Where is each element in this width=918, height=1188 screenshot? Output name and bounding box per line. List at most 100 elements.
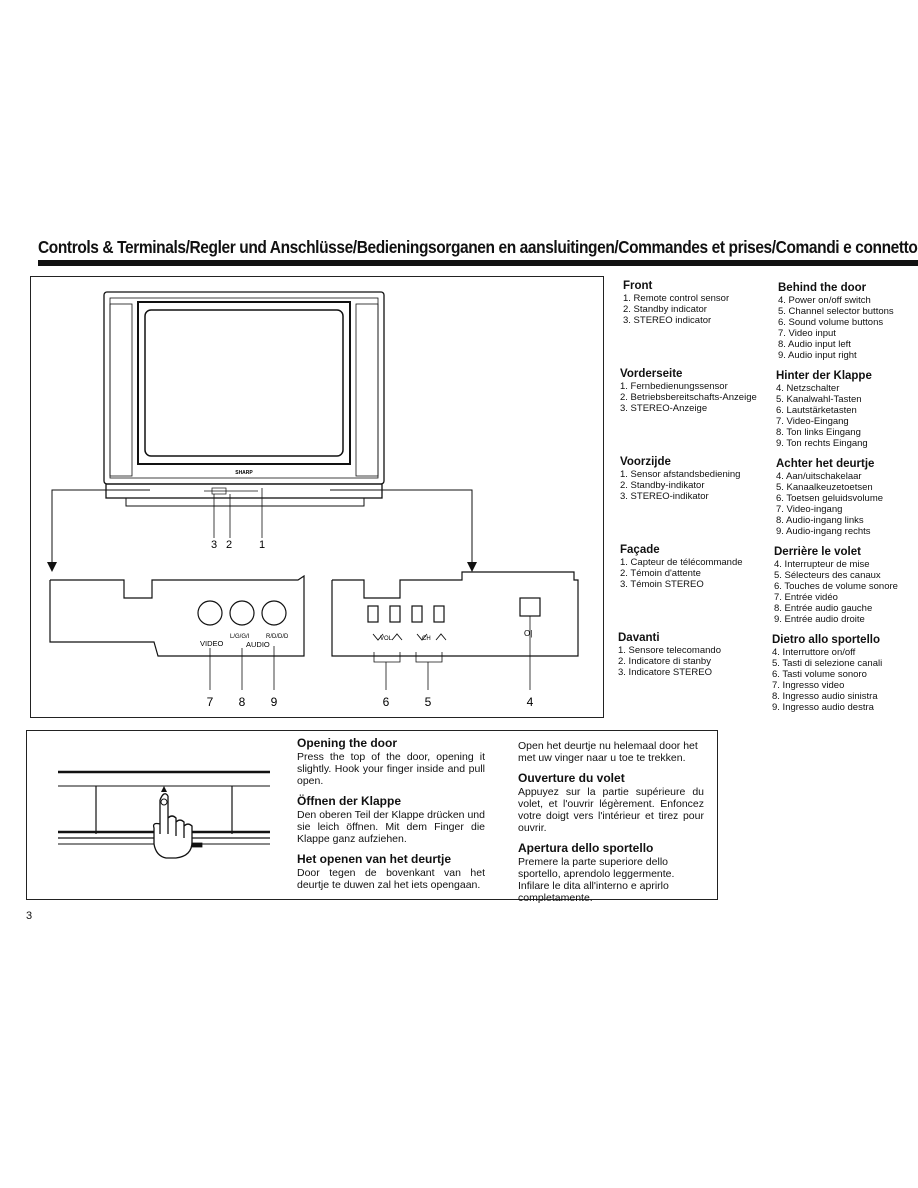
jack-panel (49, 574, 305, 690)
page-number: 3 (26, 910, 33, 922)
list-item: 3. Témoin STEREO (620, 579, 704, 590)
left-label: L/G/G/I (230, 634, 250, 640)
list-item: 6. Lautstärketasten (776, 405, 857, 416)
left-speaker (109, 303, 133, 477)
list-item: 2. Betriebsbereitschafts-Anzeige (620, 392, 757, 403)
arrow-left-icon (47, 562, 57, 572)
list-item: 1. Sensore telecomando (618, 645, 721, 656)
list-item: 7. Video-ingang (776, 504, 843, 515)
section-dietro: Dietro allo sportello 4. Interruttore on… (772, 634, 882, 713)
door-text-nl-continued: Open het deurtje nu helemaal door het me… (518, 740, 698, 764)
list-item: 4. Interruttore on/off (772, 647, 856, 658)
section-hinter: Hinter der Klappe 4. Netzschalter 5. Kan… (776, 370, 872, 449)
door-text-en: Press the top of the door, opening it sl… (297, 751, 485, 787)
list-item: 7. Entrée vidéo (774, 592, 838, 603)
list-item: 5. Channel selector buttons (778, 306, 894, 317)
section-achter: Achter het deurtje 4. Aan/uitschakelaar … (776, 458, 883, 537)
list-item: 6. Sound volume buttons (778, 317, 884, 328)
callout-7: 7 (207, 695, 214, 709)
callout-5: 5 (425, 695, 432, 709)
list-item: 4. Netzschalter (776, 383, 840, 394)
callout-6: 6 (383, 695, 390, 709)
list-item: 1. Capteur de télécommande (620, 557, 743, 568)
section-title: Vorderseite (620, 368, 683, 380)
tv-cabinet (103, 291, 385, 485)
list-item: 2. Standby indicator (623, 304, 707, 315)
door-text-fr: Appuyez sur la partie supérieure du vole… (518, 786, 704, 834)
section-davanti: Davanti 1. Sensore telecomando 2. Indica… (618, 632, 721, 678)
list-item: 1. Fernbedienungssensor (620, 381, 728, 392)
list-item: 7. Ingresso video (772, 680, 845, 691)
section-voorzijde: Voorzijde 1. Sensor afstandsbediening 2.… (620, 456, 740, 502)
hand-icon (152, 793, 193, 859)
list-item: 8. Ton links Eingang (776, 427, 861, 438)
button-panel (331, 571, 579, 690)
list-item: 9. Ton rechts Eingang (776, 438, 868, 449)
diagram-frame (30, 276, 604, 718)
page-title: Controls & Terminals/Regler und Anschlüs… (38, 238, 918, 258)
arrow-right-icon (467, 562, 477, 572)
title-rule (38, 260, 918, 266)
section-title: Behind the door (778, 282, 867, 294)
ch-up-button (433, 605, 445, 623)
section-title: Hinter der Klappe (776, 370, 872, 382)
power-label: O| (524, 629, 532, 638)
list-item: 5. Sélecteurs des canaux (774, 570, 881, 581)
door-text-column-1: Opening the door Press the top of the do… (297, 736, 485, 898)
list-item: 4. Interrupteur de mise (774, 559, 870, 570)
list-item: 8. Entrée audio gauche (774, 603, 873, 614)
door-illustration (58, 770, 270, 859)
list-item: 3. STEREO indicator (623, 315, 712, 326)
callout-2: 2 (226, 539, 232, 551)
list-item: 1. Sensor afstandsbediening (620, 469, 741, 480)
vol-up-button (389, 605, 401, 623)
section-title: Achter het deurtje (776, 458, 875, 470)
callout-1: 1 (259, 539, 265, 551)
section-title: Façade (620, 544, 660, 556)
list-item: 7. Video-Eingang (776, 416, 849, 427)
list-item: 5. Kanalwahl-Tasten (776, 394, 862, 405)
door-text-nl: Door tegen de bovenkant van het deurtje … (297, 867, 485, 891)
screen-bezel (137, 301, 351, 465)
brand-label: SHARP (235, 470, 253, 476)
video-label: VIDEO (200, 639, 224, 648)
door-text-it: Premere la parte superiore dello sportel… (518, 856, 675, 904)
audio-left-jack (229, 600, 255, 626)
door-text-de: Den oberen Teil der Klappe drücken und s… (297, 809, 485, 845)
vol-label: VOL (380, 636, 393, 642)
list-item: 9. Audio-ingang rechts (776, 526, 871, 537)
section-facade: Façade 1. Capteur de télécommande 2. Tém… (620, 544, 743, 590)
audio-label: AUDIO (246, 640, 270, 649)
list-item: 6. Tasti volume sonoro (772, 669, 867, 680)
standby-indicator (211, 487, 227, 495)
list-item: 1. Remote control sensor (623, 293, 730, 304)
section-front: Front 1. Remote control sensor 2. Standb… (623, 280, 729, 326)
power-switch (519, 597, 541, 617)
section-vorderseite: Vorderseite 1. Fernbedienungssensor 2. B… (620, 368, 757, 414)
ch-down-button (411, 605, 423, 623)
section-title: Voorzijde (620, 456, 671, 468)
list-item: 5. Tasti di selezione canali (772, 658, 883, 669)
list-item: 2. Témoin d'attente (620, 568, 701, 579)
callout-4: 4 (527, 695, 534, 709)
list-item: 9. Entrée audio droite (774, 614, 865, 625)
right-label: R/D/D/D (266, 634, 289, 640)
list-item: 2. Indicatore di stanby (618, 656, 711, 667)
door-text-column-2: Open het deurtje nu helemaal door het me… (518, 740, 704, 911)
ch-label: CH (422, 636, 431, 642)
list-item: 3. Indicatore STEREO (618, 667, 712, 678)
list-item: 2. Standby-indikator (620, 480, 705, 491)
section-title: Dietro allo sportello (772, 634, 880, 646)
right-speaker (355, 303, 379, 477)
door-title-de: Öffnen der Klappe (297, 794, 402, 808)
tv-diagram: SHARP 3 2 1 VIDEO L/G/G/I R/D/D/D AUDIO … (47, 291, 579, 709)
list-item: 5. Kanaalkeuzetoetsen (776, 482, 873, 493)
list-item: 9. Audio input right (778, 350, 857, 361)
section-title: Front (623, 280, 653, 292)
list-item: 9. Ingresso audio destra (772, 702, 874, 713)
section-behind-door: Behind the door 4. Power on/off switch 5… (778, 282, 894, 361)
door-title-fr: Ouverture du volet (518, 771, 625, 785)
list-item: 8. Ingresso audio sinistra (772, 691, 878, 702)
section-title: Derrière le volet (774, 546, 861, 558)
audio-right-jack (261, 600, 287, 626)
